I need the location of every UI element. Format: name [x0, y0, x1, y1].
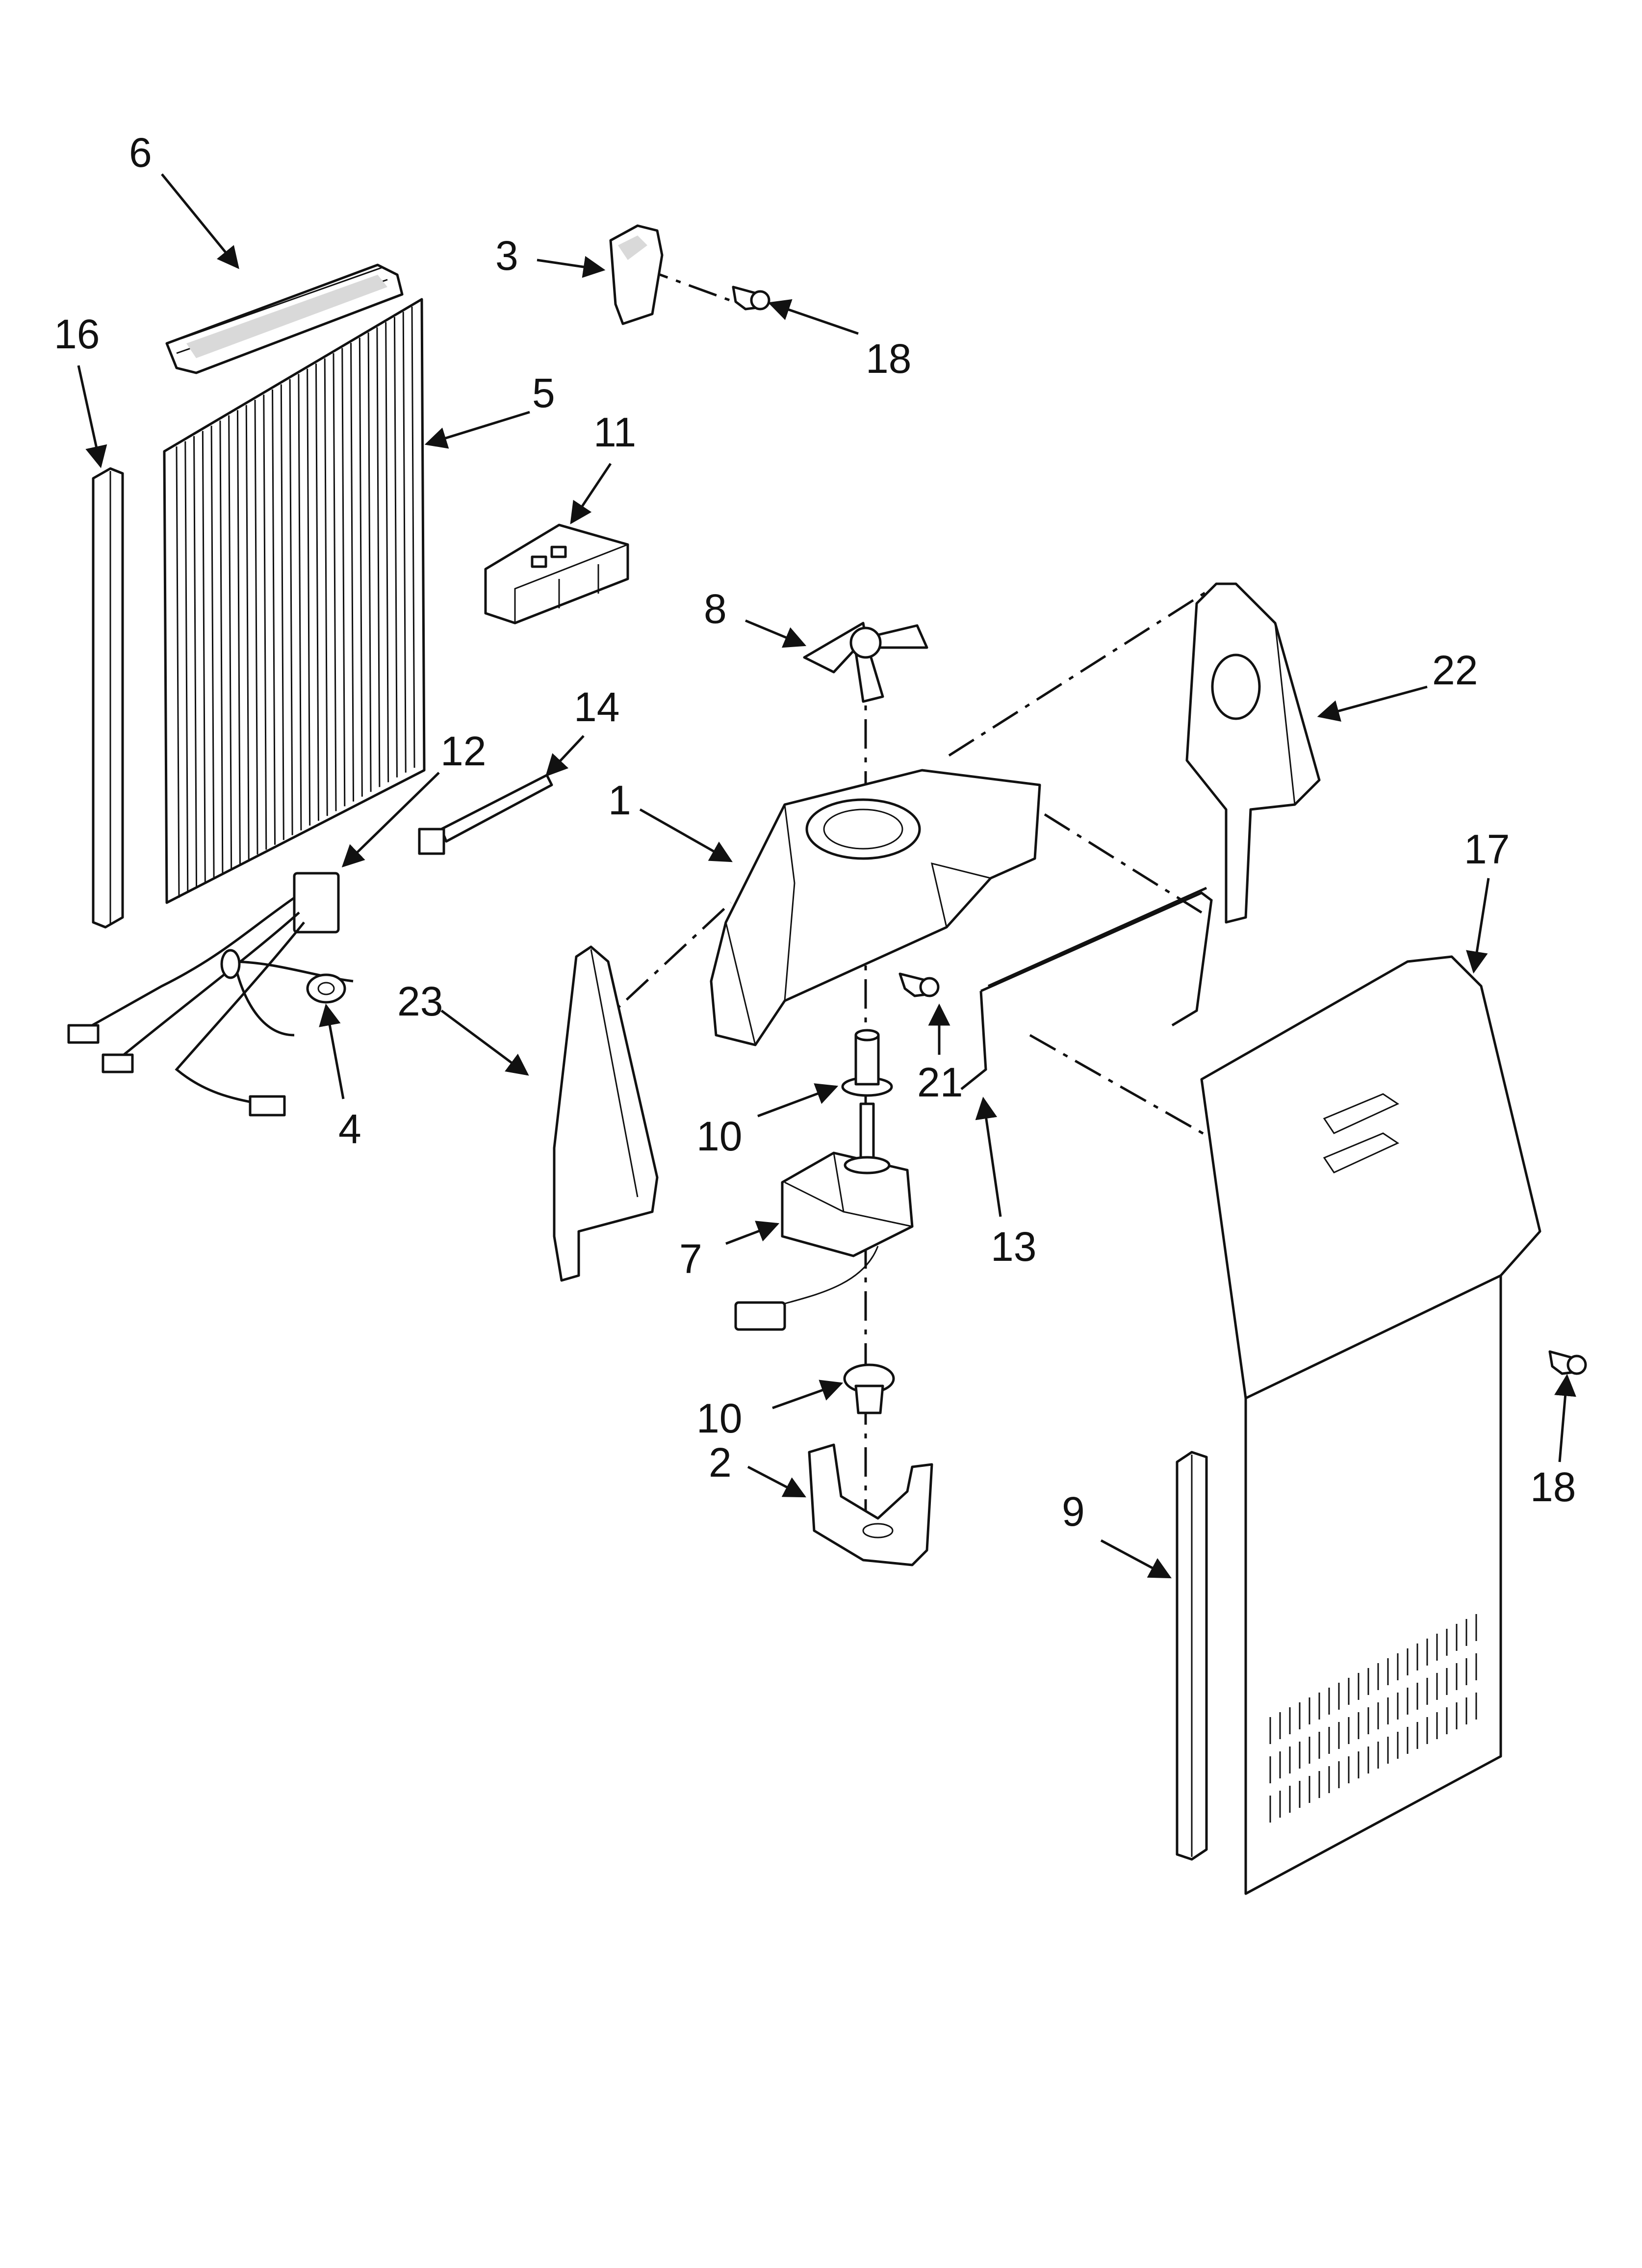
grille-fin [341, 348, 346, 807]
grille-fin [236, 410, 241, 864]
callout-18-top: 18 [866, 336, 911, 382]
part-10-grommet-upper [841, 1029, 893, 1097]
grille-fin [359, 338, 363, 797]
callout-3: 3 [495, 233, 518, 279]
callout-17: 17 [1464, 826, 1510, 872]
grille-fin [272, 389, 276, 845]
callout-11: 11 [593, 409, 636, 455]
callout-7: 7 [679, 1236, 702, 1282]
part-9-vertical-strip [1176, 1451, 1208, 1861]
part-17-rear-panel [1200, 955, 1541, 1895]
callout-14: 14 [574, 684, 619, 730]
grille-fin [219, 420, 224, 874]
grille-fin [307, 368, 311, 826]
callout-1: 1 [608, 777, 631, 823]
grille-fin [315, 364, 319, 821]
callout-5: 5 [532, 370, 555, 416]
grille-fin [210, 425, 215, 879]
part-7-fan-motor [734, 1102, 914, 1331]
leader-arrows [77, 173, 1576, 1579]
part-8-fan-blade [803, 622, 928, 703]
grille-fin [411, 306, 415, 768]
callout-21: 21 [917, 1059, 963, 1105]
grille-fin [393, 317, 398, 778]
grille-fin [289, 379, 293, 835]
grille-fin [193, 436, 198, 888]
part-5-grille-panel [163, 298, 426, 904]
grille-fin [254, 399, 258, 855]
grille-fin [385, 322, 389, 782]
callout-18-right: 18 [1530, 1464, 1576, 1510]
callout-2: 2 [709, 1439, 732, 1486]
callout-6: 6 [129, 130, 152, 176]
callout-8: 8 [704, 586, 727, 632]
grille-fin [184, 441, 189, 893]
callout-10-upper: 10 [696, 1113, 742, 1159]
part-22-side-shroud [1185, 582, 1321, 924]
grille-fin [202, 431, 206, 884]
grille-fin [298, 374, 302, 831]
grille-fin [376, 327, 381, 787]
grille-fin [367, 332, 372, 792]
callout-10-lower: 10 [696, 1395, 742, 1441]
callout-23: 23 [397, 978, 443, 1024]
grille-fin [228, 415, 232, 869]
grille-fin [333, 353, 337, 811]
grille-fin [324, 358, 328, 816]
grille-fin [176, 446, 180, 898]
part-4-grommet [306, 973, 346, 1004]
part-1-fan-shroud [710, 769, 1041, 1046]
callout-4: 4 [338, 1106, 361, 1152]
part-10-grommet-lower [843, 1363, 895, 1414]
part-18-screw-top [732, 286, 770, 311]
grille-fin [245, 405, 250, 860]
part-12-wire-harness [67, 872, 354, 1117]
part-21-screw [898, 972, 940, 997]
part-3-cover [609, 224, 664, 325]
grille-fin [402, 312, 407, 773]
part-14-cable-tie [418, 774, 553, 855]
part-6-top-cap [165, 263, 404, 374]
grille-fin [280, 384, 284, 840]
callout-16: 16 [54, 311, 100, 357]
callout-labels: 6 3 18 16 5 11 8 22 14 12 1 17 23 4 21 1… [54, 130, 1576, 1535]
callout-22: 22 [1432, 647, 1478, 693]
part-23-left-shroud [553, 945, 659, 1282]
callout-13: 13 [991, 1224, 1036, 1270]
part-16-vertical-strip [92, 467, 124, 929]
callout-12: 12 [440, 728, 486, 774]
grille-fin [350, 342, 355, 802]
callout-9: 9 [1062, 1488, 1085, 1535]
grille-fin [263, 394, 267, 850]
part-2-motor-bracket [808, 1443, 933, 1566]
part-13-wire-rod [960, 886, 1213, 1090]
part-18-screw-right [1548, 1350, 1587, 1375]
part-11-bracket [484, 523, 629, 625]
